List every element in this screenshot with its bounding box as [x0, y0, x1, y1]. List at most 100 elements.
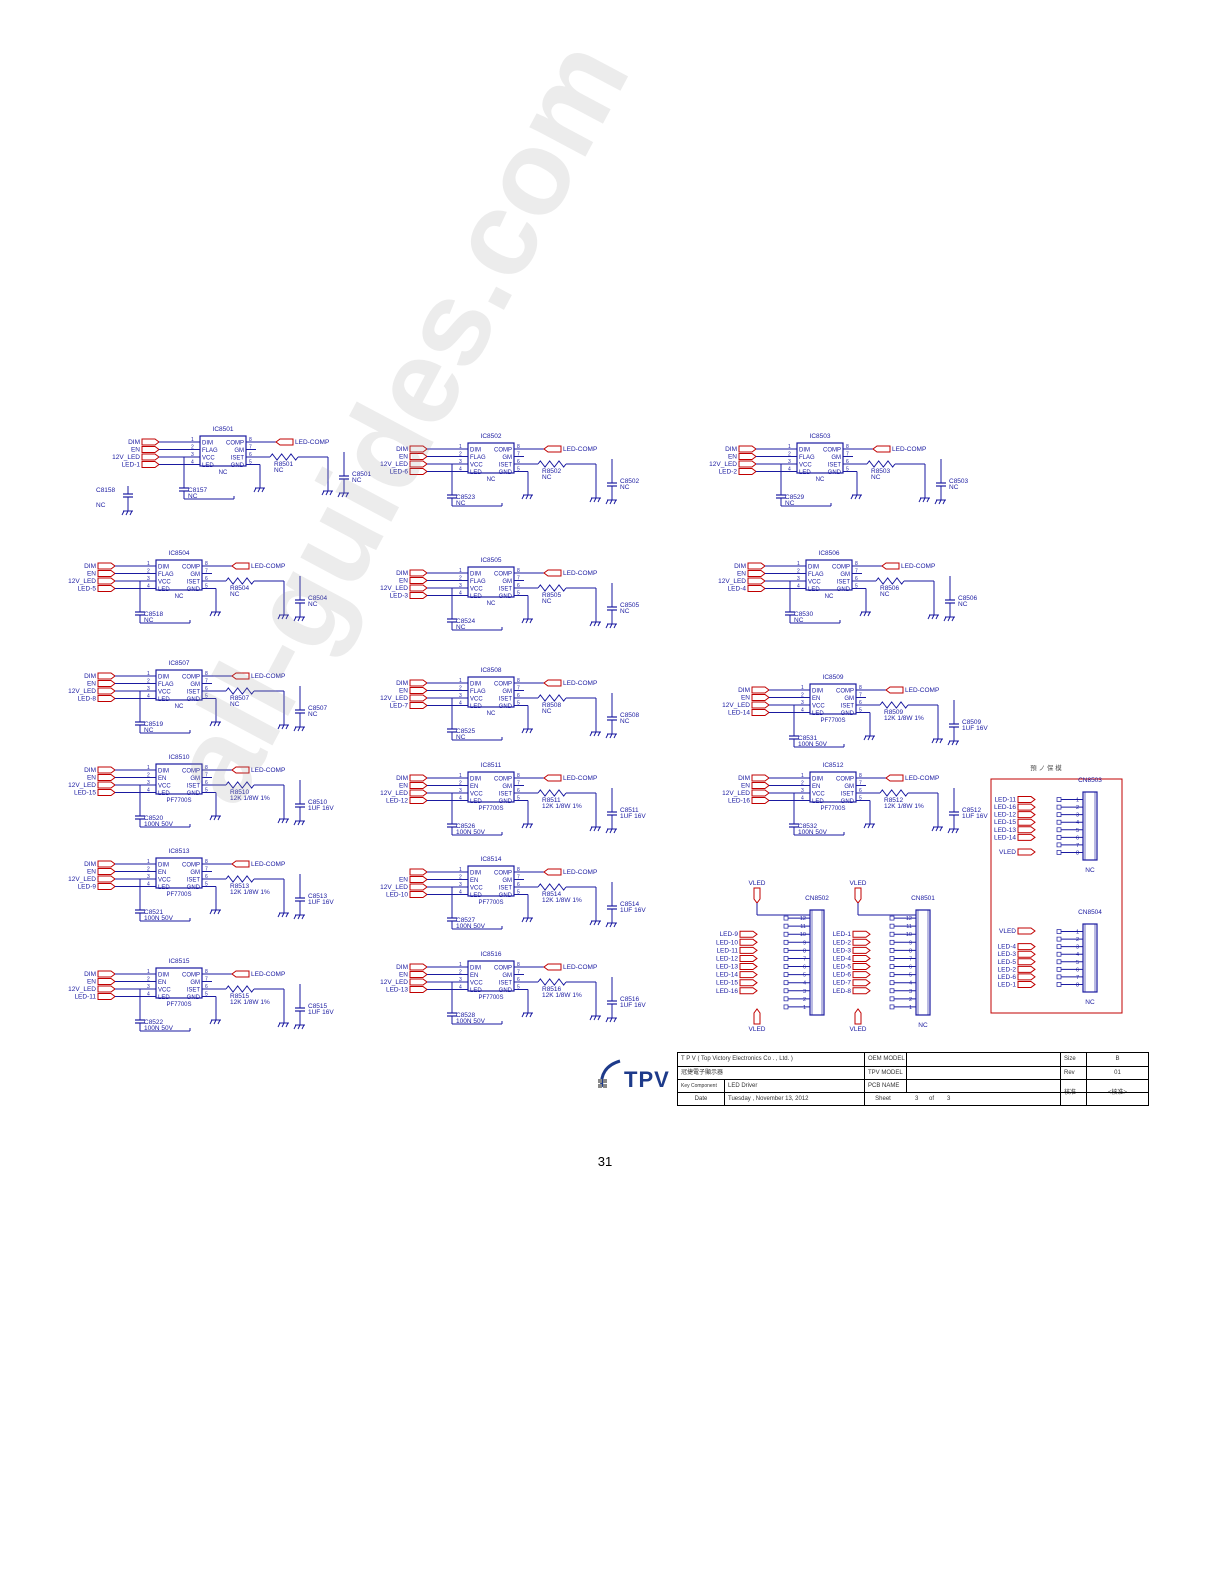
connector-pin-number: 2 [803, 997, 806, 1003]
ic-pin-number: 6 [855, 576, 858, 582]
ic-pin-number: 6 [205, 874, 208, 880]
ground-hatch [609, 922, 613, 928]
input-label: EN [399, 783, 408, 790]
ic-pin-number: 8 [517, 444, 520, 450]
ground-hatch [297, 616, 301, 622]
led-comp-port [231, 562, 250, 570]
ground-hatch [871, 735, 875, 741]
ic-pin-name: GM [190, 980, 200, 986]
ic-pin-name: ISET [187, 784, 201, 790]
ic-pin-number: 2 [147, 569, 150, 575]
connector-led-port [739, 963, 758, 971]
led-comp-port [543, 569, 562, 577]
connector-pin-number: 1 [1076, 798, 1079, 804]
input-label: LED-10 [386, 892, 408, 899]
capacitor-ref-16: C8516 [620, 996, 640, 1003]
ic-part-number-7: NC [175, 704, 184, 710]
rev-label: Rev [1060, 1067, 1086, 1080]
ic-pin-name: FLAG [470, 689, 486, 695]
capacitor-value-10: 1UF 16V [308, 805, 334, 812]
ic-pin-number: 5 [249, 460, 252, 466]
ic-pin-number: 4 [459, 796, 462, 802]
ic-pin-name: COMP [494, 682, 512, 688]
input-port [409, 789, 428, 797]
sheet-value: 3 [915, 1096, 919, 1102]
ic-pin-number: 4 [459, 890, 462, 896]
tpv-model-label: TPV MODEL [864, 1067, 906, 1080]
ground-hatch [217, 611, 221, 617]
ic-pin-name: DIM [158, 863, 169, 869]
ic-pin-number: 4 [147, 694, 150, 700]
connector-led-label: LED-6 [998, 974, 1017, 981]
ground-hatch [613, 1017, 617, 1023]
capacitor-value-9: 1UF 16V [962, 725, 988, 732]
ic-pin-name: GM [190, 776, 200, 782]
ic-pin-number: 5 [517, 467, 520, 473]
ground-hatch [277, 724, 281, 730]
connector-led-port [1017, 943, 1036, 951]
led-comp-label: LED-COMP [563, 680, 597, 687]
connector-pin-number: 3 [1076, 945, 1079, 951]
ic-pin-number: 8 [855, 561, 858, 567]
ic-pin-number: 1 [801, 773, 804, 779]
connector-pin-number: 10 [906, 932, 912, 938]
connector-pin-number: 3 [1076, 813, 1079, 819]
connector-pin-pad [889, 956, 895, 961]
capacitor-ref-14: C8514 [620, 901, 640, 908]
ground-hatch [613, 733, 617, 739]
bulk-cap-value: NC [96, 502, 106, 509]
resistor-value-7: NC [230, 701, 240, 708]
connector-led-label: LED-4 [833, 955, 852, 962]
ic-part-number-5: NC [487, 601, 496, 607]
ic-pin-name: LED [470, 799, 482, 805]
ic-pin-number: 1 [459, 568, 462, 574]
input-port [97, 562, 116, 570]
resistor-ref-9: R8509 [884, 709, 904, 716]
ic-pin-name: ISET [231, 456, 245, 462]
ic-pin-number: 3 [459, 583, 462, 589]
connector-pin-number: 7 [909, 956, 912, 962]
input-label: LED-6 [390, 469, 409, 476]
ic-pin-name: VCC [812, 792, 825, 798]
ic-pin-name: EN [812, 696, 820, 702]
ic-pin-name: GM [502, 784, 512, 790]
resistor-ref-16: R8516 [542, 986, 562, 993]
ground-hatch [217, 1019, 221, 1025]
vled-label: VLED [850, 1026, 867, 1033]
vled-label: VLED [850, 880, 867, 887]
connector-pin-pad [1056, 842, 1062, 848]
input-label: 12V_LED [380, 585, 408, 592]
capacitor-value-5: NC [620, 608, 630, 615]
ic-part-number-3: NC [816, 477, 825, 483]
ground-hatch [931, 738, 935, 744]
ic-pin-number: 4 [459, 467, 462, 473]
input-label: DIM [725, 446, 737, 453]
ic-pin-name: EN [158, 776, 166, 782]
ground-hatch [605, 623, 609, 629]
ic-part-number-4: NC [175, 594, 184, 600]
ic-pin-name: DIM [812, 689, 823, 695]
input-port [409, 694, 428, 702]
connector-pin-pad [1056, 974, 1062, 980]
connector-pin-number: 8 [1076, 850, 1079, 856]
ground-hatch [281, 724, 285, 730]
ic-pin-number: 7 [205, 679, 208, 685]
pcb-name-value [906, 1080, 1060, 1093]
connector-led-port [852, 954, 871, 962]
input-label: EN [737, 571, 746, 578]
ground-hatch [609, 623, 613, 629]
ic-pin-number: 5 [517, 701, 520, 707]
connector-led-port [852, 971, 871, 979]
ic-body-9 [809, 683, 857, 715]
ground-hatch [213, 721, 217, 727]
ground-hatch [277, 1022, 281, 1028]
reserve-label: 預 ノ 保 模 [1030, 763, 1062, 772]
ic-pin-number: 3 [147, 984, 150, 990]
ic-pin-name: DIM [470, 777, 481, 783]
ground-hatch [301, 820, 305, 826]
ic-label-14: IC8514 [481, 856, 502, 863]
connector-pin-pad [783, 956, 789, 961]
ic-pin-name: COMP [494, 871, 512, 877]
ic-pin-name: ISET [499, 463, 513, 469]
ground-hatch [285, 614, 289, 620]
